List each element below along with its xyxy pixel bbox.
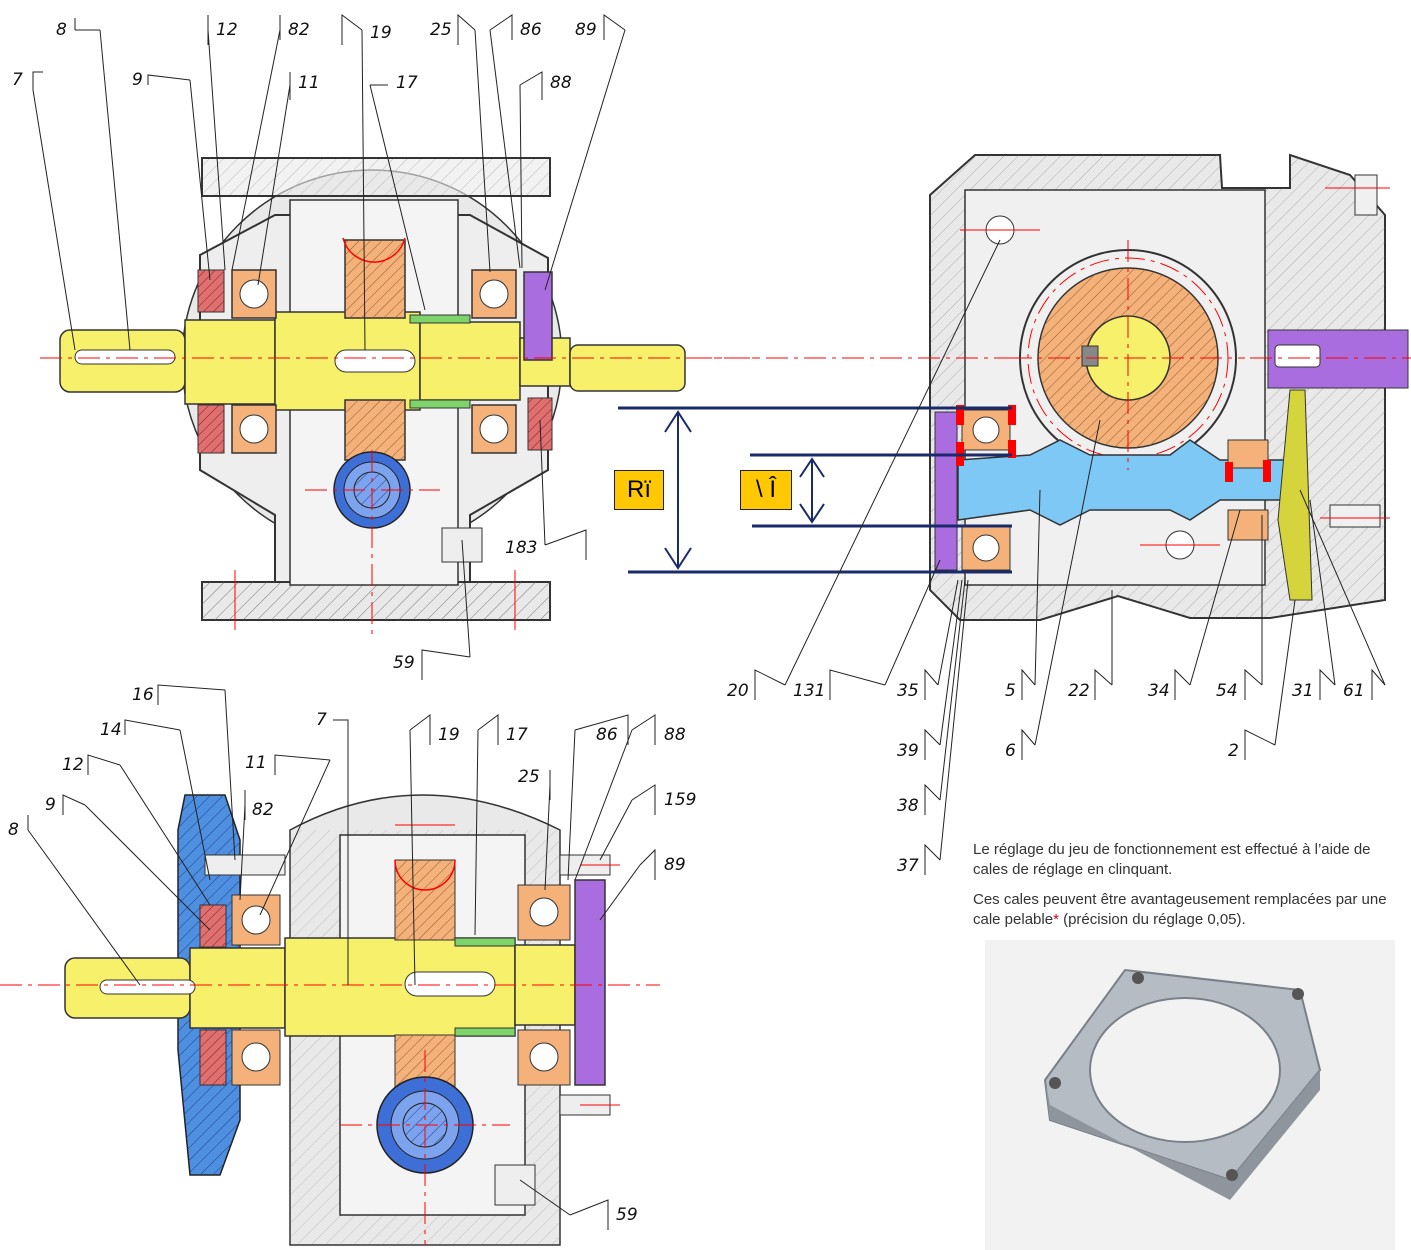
part-label-17: 17 (396, 73, 418, 93)
part-label-12: 12 (216, 20, 238, 40)
part-label-2: 2 (1228, 741, 1239, 761)
note-paragraph-2-text: Ces cales peuvent être avantageusement r… (973, 891, 1387, 928)
part-label-89-b: 89 (664, 855, 686, 875)
labels-top-left: 7 8 9 12 82 11 19 17 25 86 89 88 183 59 (12, 20, 597, 673)
part-label-34: 34 (1148, 681, 1170, 701)
part-label-131: 131 (793, 681, 825, 701)
part-label-38: 38 (897, 796, 919, 816)
part-label-12-b: 12 (62, 755, 84, 775)
part-label-82-b: 82 (252, 800, 274, 820)
bearing-left-top (231, 269, 277, 319)
part-label-159-b: 159 (664, 790, 696, 810)
dimension-lines (618, 406, 1012, 574)
part-label-54: 54 (1216, 681, 1238, 701)
part-label-6: 6 (1005, 741, 1016, 761)
note-paragraph-2: Ces cales peuvent être avantageusement r… (973, 890, 1403, 930)
part-label-25: 25 (430, 20, 452, 40)
part-label-19-b: 19 (438, 725, 460, 745)
dimension-label-outer: Rï (614, 470, 664, 510)
dimension-label-inner: \ Î (740, 470, 792, 510)
part-label-17-b: 17 (506, 725, 528, 745)
part-label-59-b: 59 (616, 1205, 638, 1225)
part-label-5: 5 (1005, 681, 1016, 701)
part-label-11: 11 (298, 73, 320, 93)
part-label-19: 19 (370, 23, 392, 43)
part-label-183: 183 (505, 538, 537, 558)
right-view (690, 153, 1411, 621)
part-label-59: 59 (393, 653, 415, 673)
part-label-89: 89 (575, 20, 597, 40)
bearing-left-bottom (231, 404, 277, 454)
asterisk-mark: * (1053, 911, 1059, 928)
bearing-right-bottom (471, 404, 517, 454)
part-label-7: 7 (12, 70, 23, 90)
part-label-9: 9 (132, 70, 143, 90)
part-label-35: 35 (897, 681, 919, 701)
peelable-shim-photo (985, 940, 1395, 1250)
part-label-82: 82 (288, 20, 310, 40)
note-paragraph-2-tail: (précision du réglage 0,05). (1058, 911, 1246, 928)
leaders-right (754, 239, 1386, 875)
bottom-left-view (0, 794, 660, 1246)
part-label-9-b: 9 (45, 795, 56, 815)
part-label-11-b: 11 (245, 753, 267, 773)
part-label-88-b: 88 (664, 725, 686, 745)
part-label-88: 88 (550, 73, 572, 93)
leaders-bottom-left (27, 684, 656, 1230)
top-left-view (40, 157, 760, 640)
bearing-right-top (471, 269, 517, 319)
dimension-arrows (664, 410, 825, 570)
leaders-top-left (32, 13, 626, 680)
part-label-37: 37 (897, 856, 919, 876)
note-paragraph-1: Le réglage du jeu de fonctionnement est … (973, 841, 1371, 878)
part-label-86-b: 86 (596, 725, 618, 745)
part-label-22: 22 (1068, 681, 1090, 701)
part-label-14: 14 (100, 720, 122, 740)
part-label-16: 16 (132, 685, 154, 705)
part-label-20: 20 (727, 681, 749, 701)
labels-bottom-left: 16 14 12 9 8 11 82 7 19 17 25 86 88 159 … (8, 685, 696, 1225)
part-label-7-b: 7 (316, 710, 327, 730)
part-label-8-b: 8 (8, 820, 19, 840)
part-label-39: 39 (897, 741, 919, 761)
part-label-86: 86 (520, 20, 542, 40)
part-label-8: 8 (56, 20, 67, 40)
part-label-31: 31 (1292, 681, 1314, 701)
part-label-61: 61 (1343, 681, 1365, 701)
labels-right: 20 131 35 39 38 37 5 6 22 34 54 2 31 61 (727, 681, 1365, 876)
part-label-25-b: 25 (518, 767, 540, 787)
adjustment-note: Le réglage du jeu de fonctionnement est … (973, 840, 1403, 940)
